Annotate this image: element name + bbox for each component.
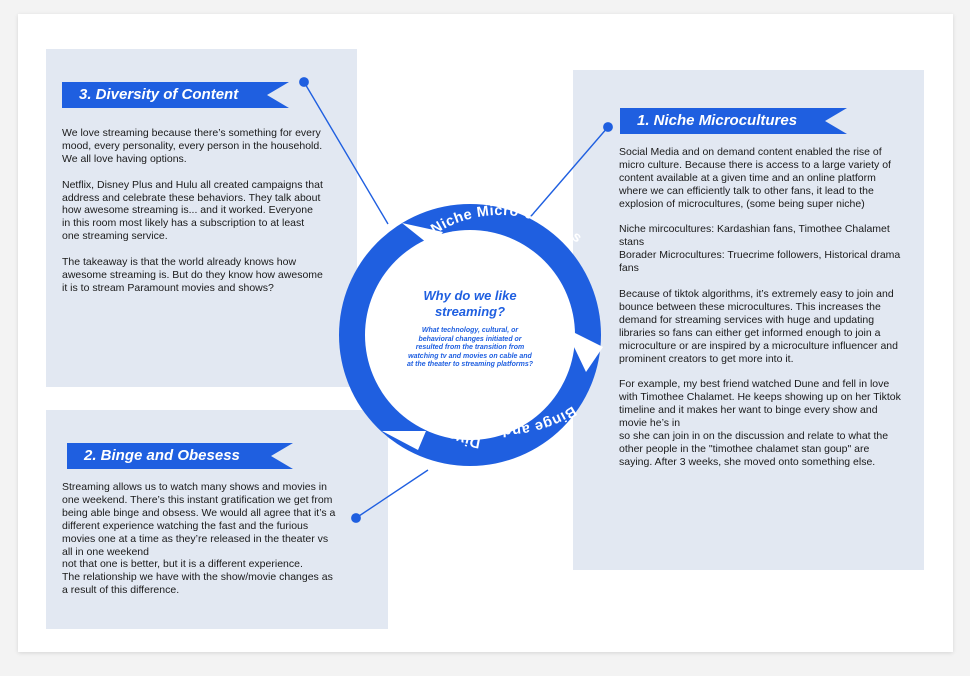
center-subtitle: What technology, cultural, or behavioral… [406,327,534,369]
niche-body: Social Media and on demand content enabl… [619,146,901,468]
connector-niche [525,126,609,223]
diversity-heading: 3. Diversity of Content [62,82,289,108]
center-title: Why do we like streaming? [423,288,517,319]
connector-binge [355,469,429,519]
connector-dot-diversity [299,77,309,87]
niche-panel [573,70,924,570]
center-content: Why do we like streaming? What technolog… [406,288,534,369]
niche-heading: 1. Niche Microcultures [620,108,847,134]
connector-dot-binge [351,513,361,523]
center-disc [365,230,575,440]
arrow-chevron-bottom [382,431,426,450]
connector-dot-niche [603,122,613,132]
diversity-body: We love streaming because there’s someth… [62,127,323,294]
binge-body: Streaming allows us to watch many shows … [62,481,336,597]
binge-heading: 2. Binge and Obesess [67,443,293,469]
connector-diversity [303,81,389,225]
